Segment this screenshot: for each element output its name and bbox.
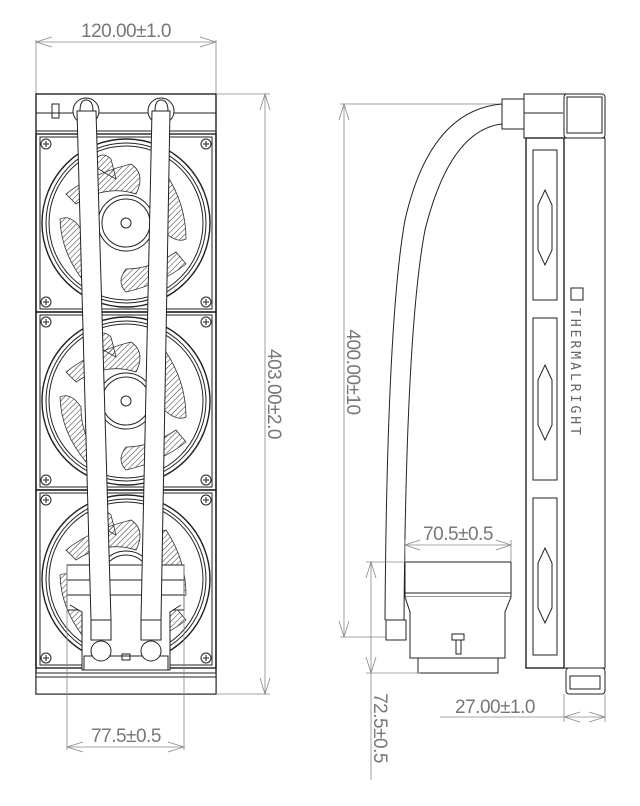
side-view: 400.00±10 [338,93,607,780]
radiator-side [523,93,606,695]
tube-length-dimension: 400.00±10 [338,102,505,639]
fan-connector-icon [51,103,60,119]
pump-width-dimension: 77.5±0.5 [65,565,186,753]
pump-height-label: 72.5±0.5 [369,693,390,763]
brand-text: THERMALRIGHT [567,308,582,438]
pump-side-width-dimension: 70.5±0.5 [403,524,513,562]
width-dimension: 120.00±1.0 [34,21,218,95]
tube-side [384,103,503,621]
pump-side-width-label: 70.5±0.5 [423,524,493,545]
pump-block [66,564,185,671]
pump-block-side [404,561,512,674]
tube-length-label: 400.00±10 [342,329,363,414]
pump-width-label: 77.5±0.5 [91,726,161,747]
tubes-front [72,97,175,662]
pump-height-dimension: 72.5±0.5 [365,560,420,780]
height-dimension: 403.00±2.0 [216,92,284,696]
thickness-label: 27.00±1.0 [455,697,535,718]
height-label: 403.00±2.0 [263,349,284,439]
fan-2 [35,311,217,491]
thickness-dimension: 27.00±1.0 [440,694,607,723]
front-view: 120.00±1.0 [34,21,284,753]
width-label: 120.00±1.0 [81,21,171,42]
brand-logo-icon [570,287,584,301]
fan-1 [35,133,217,313]
